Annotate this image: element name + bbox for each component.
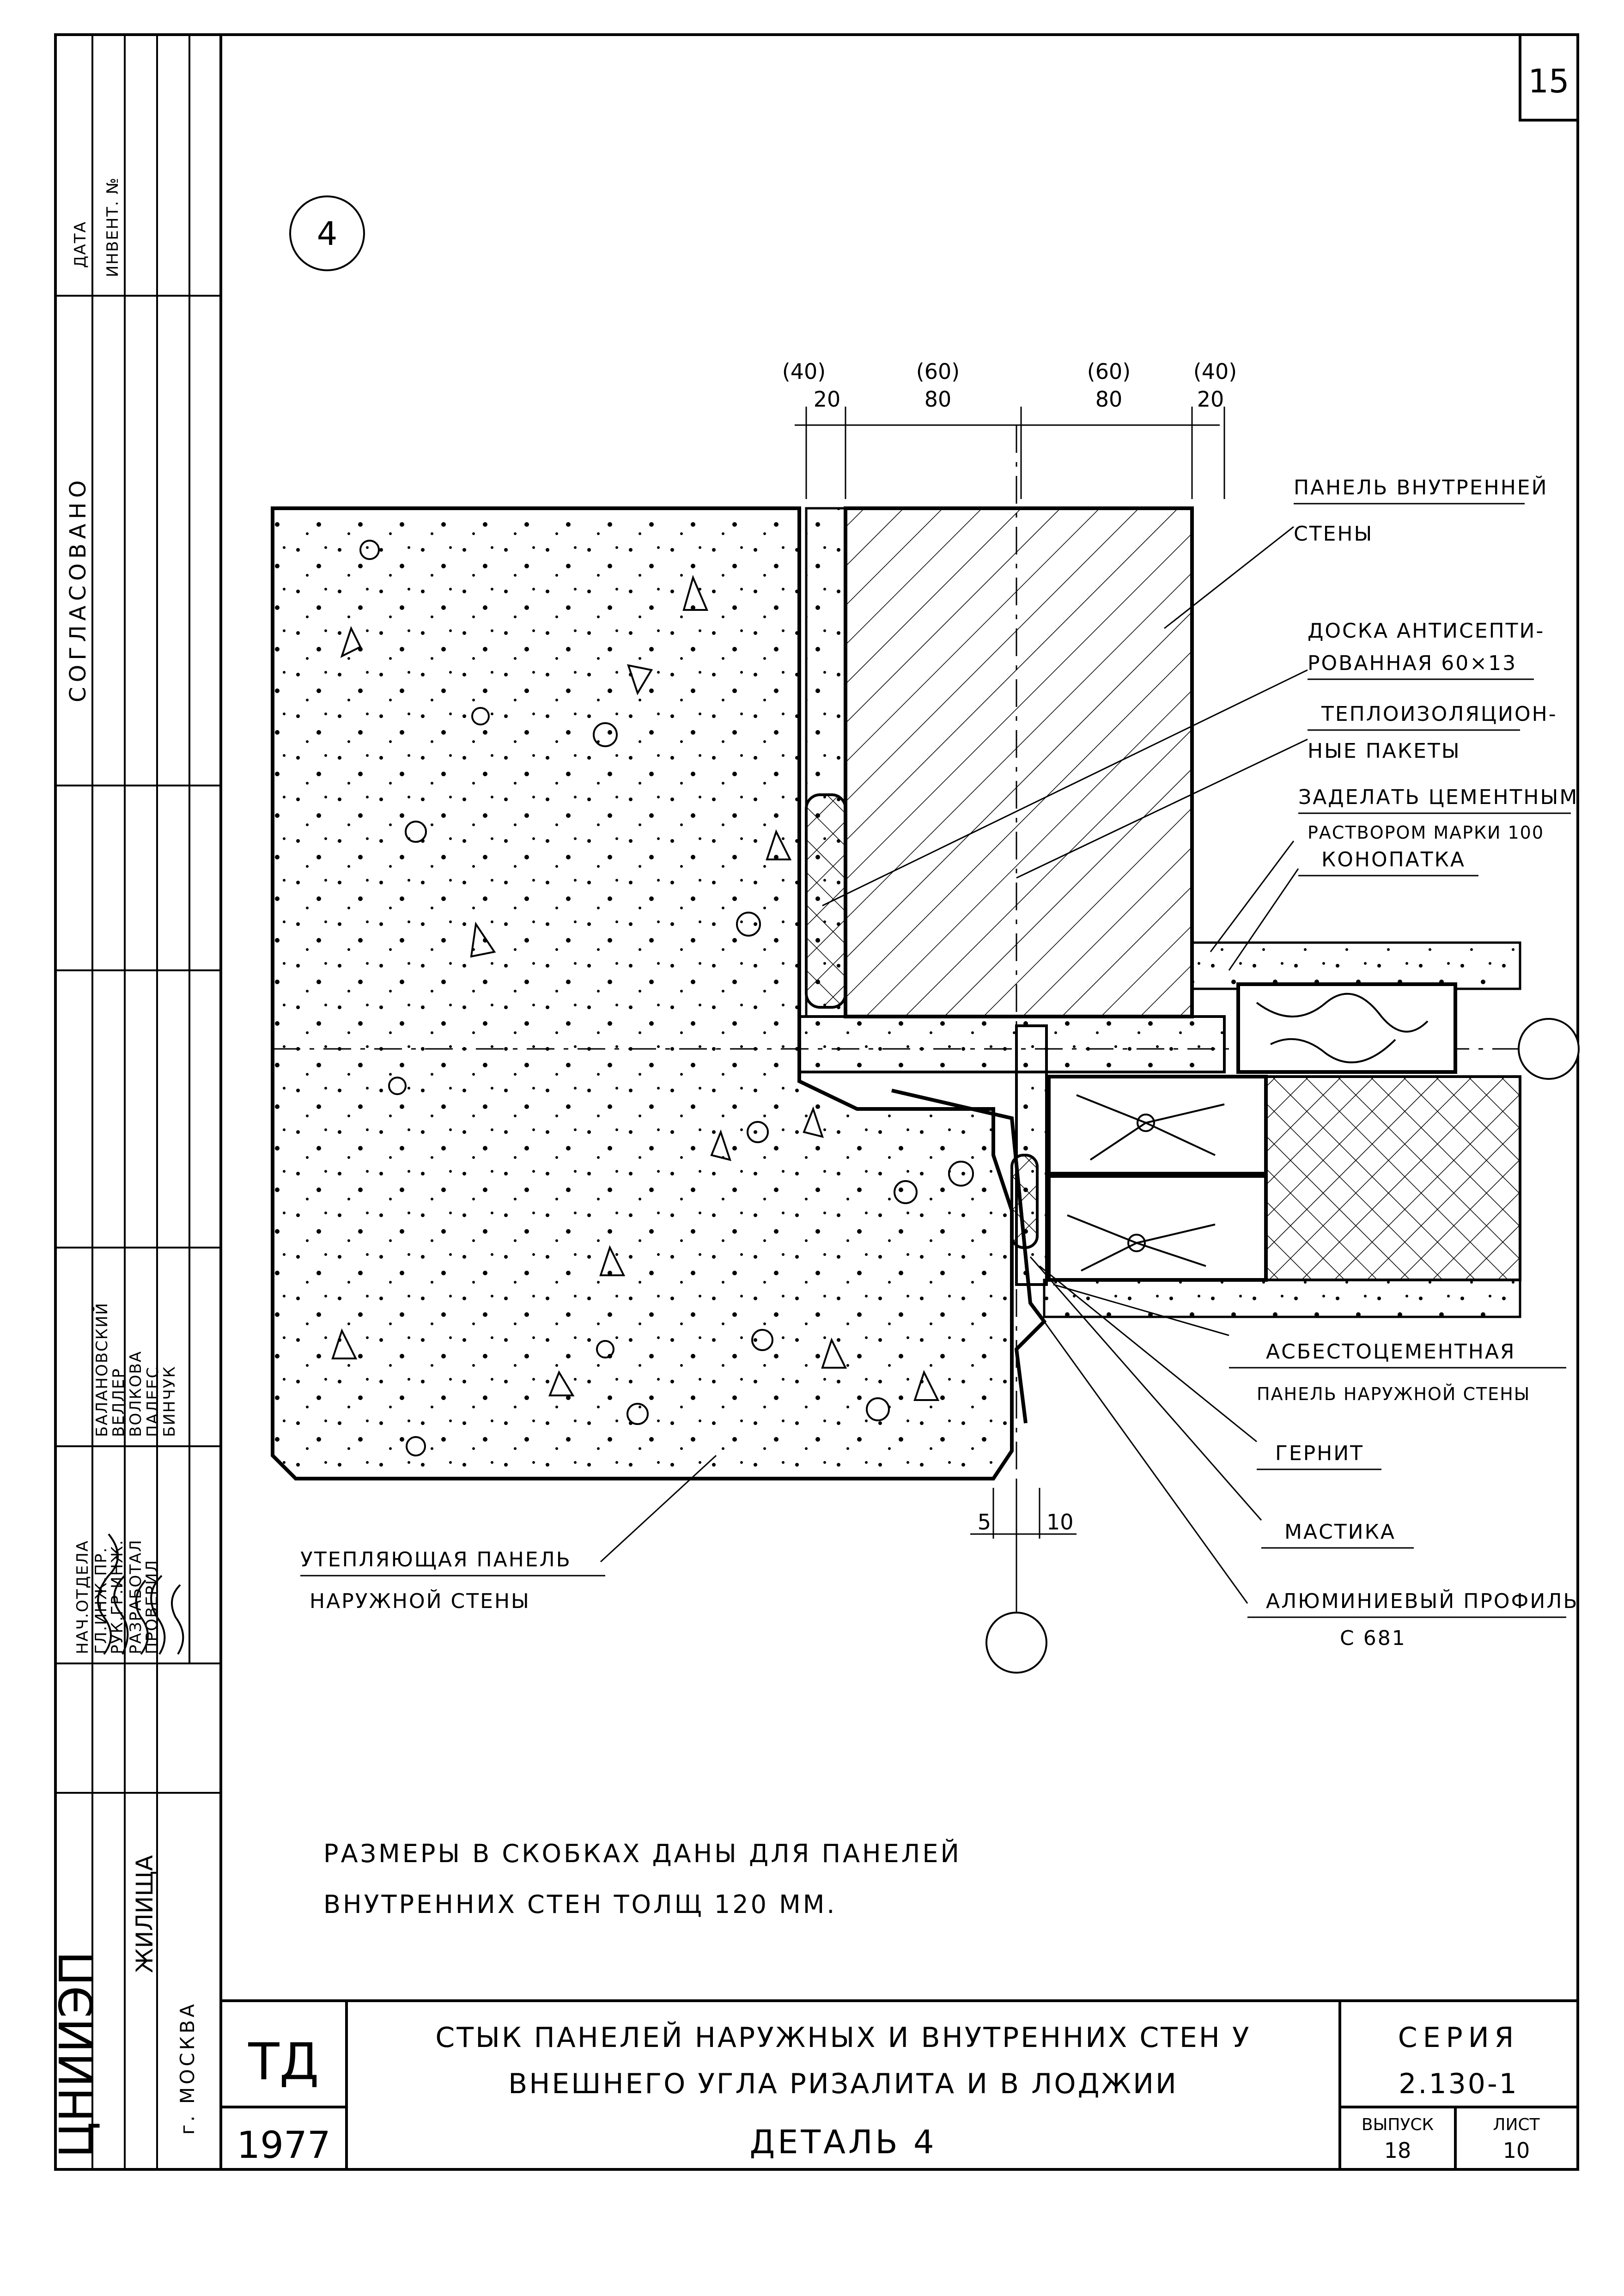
sheet-label: ЛИСТ [1493,2115,1540,2134]
asbestos-panel-bottom [1043,1279,1521,1318]
dim-bottom-2: 10 [1046,1510,1074,1535]
label-mastic: МАСТИКА [1284,1520,1396,1544]
stamp-name-4: ПАЛЕЕС [144,1366,162,1437]
label-seal: ЗАДЕЛАТЬ ЦЕМЕНТНЫМ [1298,786,1578,809]
issue-label: ВЫПУСК [1362,2115,1434,2134]
label-insulation-2: НЫЕ ПАКЕТЫ [1308,739,1461,763]
dim-main-1: 20 [814,387,841,412]
label-outer-panel-2: НАРУЖНОЙ СТЕНЫ [310,1589,530,1613]
mortar-joint [798,1015,1226,1073]
label-board: ДОСКА АНТИСЕПТИ- [1308,619,1545,643]
label-outer-panel: УТЕПЛЯЮЩАЯ ПАНЕЛЬ [300,1548,572,1571]
stamp-name-2: ВЕЛЛЕР [109,1368,128,1437]
label-caulk: КОНОПАТКА [1321,848,1466,871]
outer-wall-panel [271,506,1014,1480]
dim-bracket-4: (40) [1193,359,1237,384]
dim-bracket-1: (40) [782,359,826,384]
stamp-city: г. МОСКВА [176,2001,199,2135]
axis-marker-right [1518,1018,1580,1080]
stamp-role-head: НАЧ.ОТДЕЛА [73,1540,92,1654]
detail-marker-circle [289,195,365,271]
stamp-org-name: ЦНИИЭП [49,1951,103,2158]
stamp-name-3: ВОЛКОВА [127,1351,145,1437]
stamp-name-1: БАЛАНОВСКИЙ [92,1302,111,1437]
timber-block-lower [1047,1174,1268,1282]
stamp-date-label: ДАТА [71,221,90,268]
crosshatch-infill [1265,1075,1521,1281]
title-block [221,1999,1578,2169]
series-value: 2.130-1 [1399,2068,1519,2100]
sheet-value: 10 [1503,2138,1530,2163]
dim-main-4: 20 [1197,387,1224,412]
title-year: 1977 [237,2124,331,2167]
label-board-2: РОВАННАЯ 60×13 [1308,652,1517,675]
timber-grain-top [1256,993,1429,1064]
annotation-labels: ПАНЕЛЬ ВНУТРЕННЕЙ СТЕНЫ ДОСКА АНТИСЕПТИ-… [300,475,1579,1650]
axis-marker-bottom [985,1612,1047,1674]
label-asbestos: АСБЕСТОЦЕМЕНТНАЯ [1266,1340,1516,1364]
title-line-1: СТЫК ПАНЕЛЕЙ НАРУЖНЫХ И ВНУТРЕННИХ СТЕН … [435,2021,1251,2054]
dim-bottom-1: 5 [978,1510,991,1535]
insulation-package [805,793,847,1009]
dimension-labels-top: (40) (60) (60) (40) 20 80 80 20 [782,359,1237,412]
note-line-1: РАЗМЕРЫ В СКОБКАХ ДАНЫ ДЛЯ ПАНЕЛЕЙ [323,1839,961,1868]
label-insulation: ТЕПЛОИЗОЛЯЦИОН- [1321,702,1557,726]
asbestos-panel-top [1191,941,1521,990]
label-inner-panel-2: СТЕНЫ [1294,522,1373,546]
note-line-2: ВНУТРЕННИХ СТЕН ТОЛЩ 120 ММ. [323,1890,837,1919]
dim-main-2: 80 [925,387,952,412]
outer-panel-aggregate [331,540,974,1456]
side-stamp [55,35,221,2169]
label-aluminium: АЛЮМИНИЕВЫЙ ПРОФИЛЬ [1266,1589,1579,1613]
sheet-border [54,33,1579,2171]
title-line-3: ДЕТАЛЬ 4 [749,2123,937,2161]
label-inner-panel: ПАНЕЛЬ ВНУТРЕННЕЙ [1294,475,1548,499]
timber-block-top [1236,982,1457,1074]
dimension-lines [795,407,1225,499]
stamp-names: БАЛАНОВСКИЙ ВЕЛЛЕР ВОЛКОВА ПАЛЕЕС БИНЧУК [92,1302,179,1437]
inner-wall-panel [844,506,1194,1018]
stamp-role-chief-eng: ГЛ.ИНЖ.ПР. [92,1547,110,1654]
leader-lines [600,526,1308,1604]
timber-grain [1067,1094,1225,1272]
issue-value: 18 [1384,2138,1411,2163]
series-label: СЕРИЯ [1398,2022,1520,2054]
dim-bracket-3: (60) [1087,359,1131,384]
label-gernit: ГЕРНИТ [1275,1442,1364,1465]
dimension-lines-bottom [970,1488,1077,1539]
dim-bracket-2: (60) [916,359,960,384]
label-seal-2: РАСТВОРОМ МАРКИ 100 [1308,822,1544,843]
title-code: ТД [248,2032,319,2091]
title-line-2: ВНЕШНЕГО УГЛА РИЗАЛИТА И В ЛОДЖИИ [508,2068,1178,2100]
stamp-inventory-label: ИНВЕНТ. № [103,177,122,277]
label-aluminium-2: С 681 [1340,1626,1406,1650]
sheet-number: 15 [1528,62,1569,100]
aluminium-profile [891,1089,1047,1424]
timber-block-middle [1047,1075,1268,1175]
stamp-agreed-label: СОГЛАСОВАНО [65,476,91,702]
detail-marker-number: 4 [317,215,338,253]
stamp-org-suffix: ЖИЛИЩА [131,1855,158,1973]
stamp-name-5: БИНЧУК [160,1366,179,1437]
label-asbestos-2: ПАНЕЛЬ НАРУЖНОЙ СТЕНЫ [1257,1384,1530,1404]
stamp-signatures [97,1533,184,1655]
dim-main-3: 80 [1095,387,1123,412]
